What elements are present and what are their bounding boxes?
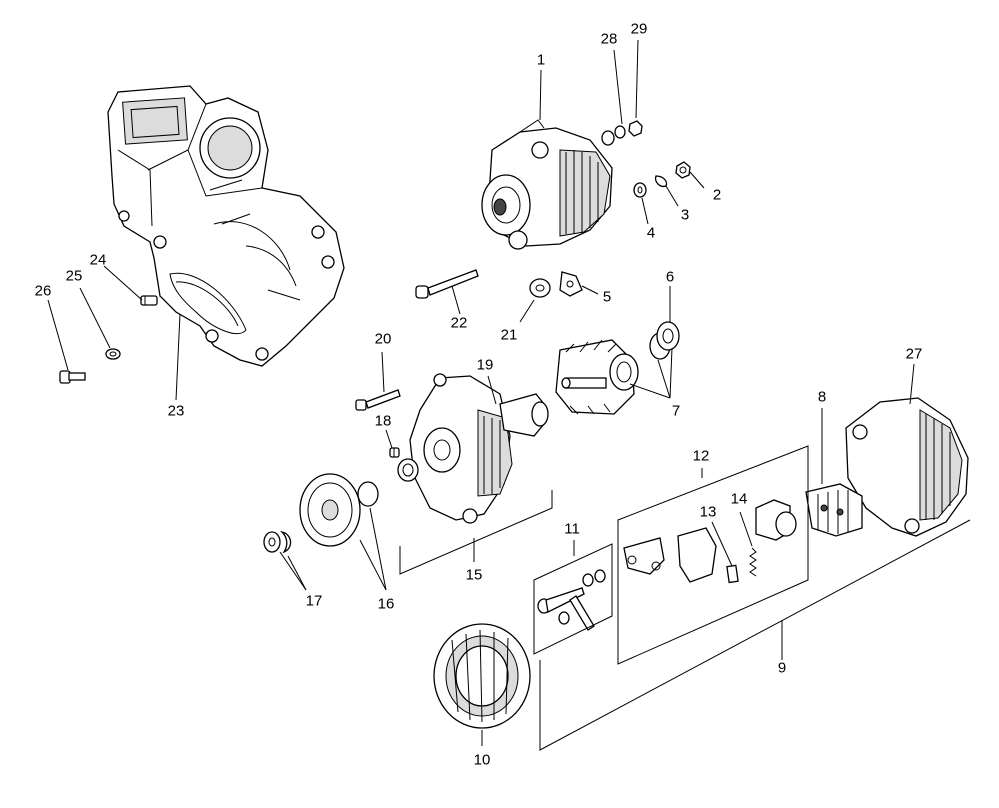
front-housing (397, 373, 549, 524)
callout-8: 8 (817, 388, 827, 406)
washer-28 (601, 125, 626, 146)
rear-housing-27 (845, 397, 969, 537)
brush-holder-14 (755, 499, 797, 541)
washer-4 (633, 182, 647, 198)
nut-29 (628, 120, 643, 137)
callout-14: 14 (730, 490, 748, 508)
callout-5: 5 (602, 288, 612, 306)
callout-29: 29 (630, 20, 648, 38)
callout-26: 26 (34, 282, 52, 300)
bolt-26 (59, 370, 86, 384)
callout-18: 18 (374, 412, 392, 430)
group-box-11 (533, 543, 613, 655)
callout-10: 10 (473, 751, 491, 769)
washer-25 (105, 348, 121, 360)
regulator-8 (805, 483, 863, 537)
stator-10 (433, 623, 531, 729)
bolt-24 (140, 295, 158, 306)
callout-21: 21 (500, 326, 518, 344)
callout-6: 6 (665, 268, 675, 286)
callout-28: 28 (600, 30, 618, 48)
through-bolt-22 (415, 269, 479, 299)
callout-17: 17 (305, 592, 323, 610)
callout-13: 13 (699, 503, 717, 521)
brush-holder-parts (623, 527, 757, 584)
callout-2: 2 (712, 186, 722, 204)
screw-18 (389, 447, 400, 458)
callout-3: 3 (680, 206, 690, 224)
callout-11: 11 (564, 520, 580, 538)
callout-12: 12 (692, 447, 710, 465)
callout-9: 9 (777, 659, 787, 677)
callout-27: 27 (905, 345, 923, 363)
callout-19: 19 (476, 356, 494, 374)
group-box-15 (399, 490, 553, 575)
pulley-16 (299, 473, 379, 547)
bolt-20 (355, 389, 401, 411)
plate-5 (559, 271, 583, 297)
spacer-21 (529, 278, 551, 298)
callout-25: 25 (65, 267, 83, 285)
nut-2 (675, 161, 691, 179)
callout-20: 20 (374, 330, 392, 348)
rotor-assembly (555, 321, 680, 415)
group-box-12 (617, 445, 809, 665)
terminal-kit-11 (537, 569, 606, 631)
callout-15: 15 (465, 566, 483, 584)
nut-washer-17 (263, 530, 292, 554)
alternator-assembly (481, 119, 613, 250)
callout-24: 24 (89, 251, 107, 269)
callout-23: 23 (167, 402, 185, 420)
callout-16: 16 (377, 595, 395, 613)
lock-washer-3 (654, 175, 668, 188)
group-box-9 (539, 519, 971, 751)
timing-gear-case (107, 85, 345, 367)
leader-lines (47, 39, 915, 746)
callout-1: 1 (536, 51, 546, 69)
callout-22: 22 (450, 314, 468, 332)
callout-4: 4 (646, 224, 656, 242)
callout-7: 7 (671, 402, 681, 420)
